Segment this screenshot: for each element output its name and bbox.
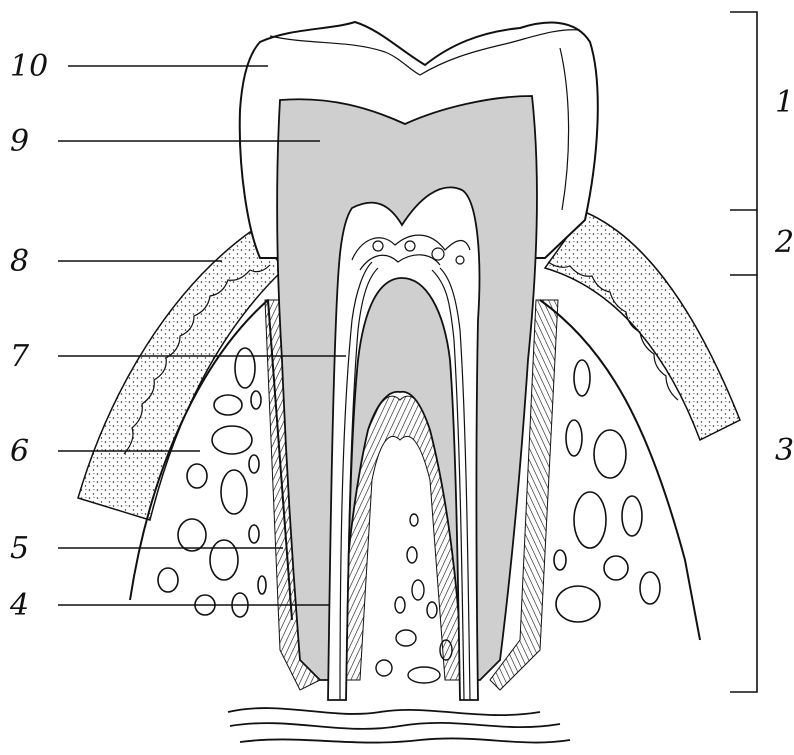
label-1: 1: [775, 85, 794, 120]
label-7: 7: [10, 339, 30, 374]
gingiva-right: [545, 212, 740, 440]
label-8: 8: [10, 244, 29, 279]
label-10: 10: [10, 49, 48, 84]
label-5: 5: [10, 531, 29, 566]
apical-tissue-lines: [228, 708, 570, 743]
dentin: [277, 96, 537, 680]
label-3: 3: [775, 433, 794, 468]
bone-trabeculae-right: [554, 360, 660, 622]
label-6: 6: [10, 434, 29, 469]
label-9: 9: [10, 124, 29, 159]
label-4: 4: [9, 588, 29, 623]
label-2: 2: [774, 225, 794, 260]
region-brackets: [730, 12, 757, 692]
